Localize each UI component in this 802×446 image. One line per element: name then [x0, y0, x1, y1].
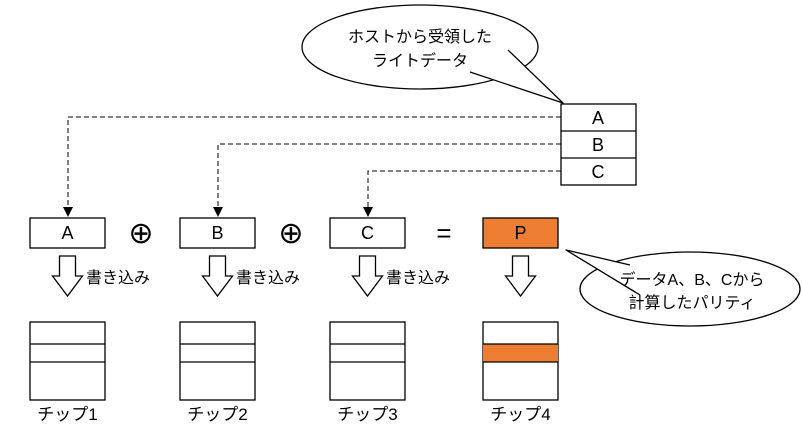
- equals-sign: =: [436, 218, 451, 248]
- write-label-3: 書き込み: [386, 269, 450, 287]
- data-box-a-label: A: [61, 223, 73, 243]
- chip-3-label: チップ3: [337, 405, 397, 424]
- chip-1: [29, 321, 106, 401]
- data-box-b-label: B: [211, 223, 223, 243]
- stack-cell-a: A: [592, 108, 604, 128]
- host-bubble: ホストから受領した ライトデータ: [301, 4, 564, 104]
- chip-3: [329, 321, 406, 401]
- xor-operator-icon-2: ⊕: [278, 217, 303, 250]
- chips: チップ1 チップ2 チップ3 チップ4: [29, 321, 559, 424]
- dashed-connector-a: [67, 116, 561, 207]
- write-label-2: 書き込み: [236, 269, 300, 287]
- data-box-a: [29, 217, 106, 249]
- write-data-stack: A B C: [560, 103, 637, 186]
- dashed-connector-c: [367, 170, 561, 207]
- stack-cell-c: C: [592, 162, 605, 182]
- write-arrows: 書き込み 書き込み 書き込み: [51, 255, 537, 298]
- arrowhead-c-icon: [363, 207, 373, 217]
- arrowhead-a-icon: [63, 207, 73, 217]
- stack-cell-b: B: [592, 135, 604, 155]
- dashed-connector-b: [217, 143, 561, 207]
- stack-frame: [560, 103, 637, 186]
- chip-2-label: チップ2: [187, 405, 247, 424]
- parity-box: [482, 217, 559, 249]
- host-bubble-text-line1: ホストから受領した: [348, 28, 492, 46]
- parity-bubble-ellipse: [579, 251, 801, 327]
- dashed-connectors: [63, 116, 561, 217]
- chip-4-parity-stripe: [483, 344, 558, 362]
- chip-1-label: チップ1: [37, 405, 97, 424]
- data-box-c-label: C: [361, 223, 374, 243]
- write-label-1: 書き込み: [86, 269, 150, 287]
- parity-bubble: データA、B、Cから 計算したパリティ: [565, 249, 801, 327]
- chip-2: [179, 321, 256, 401]
- parity-bubble-text-line1: データA、B、Cから: [620, 270, 765, 289]
- xor-equation: A ⊕ B ⊕ C = P: [29, 217, 559, 250]
- host-bubble-tail: [469, 49, 564, 104]
- data-box-b: [179, 217, 256, 249]
- parity-bubble-tail: [565, 249, 641, 296]
- data-box-c: [329, 217, 406, 249]
- parity-bubble-text-line2: 計算したパリティ: [628, 293, 755, 312]
- write-arrow-icon-2: [201, 255, 234, 298]
- xor-operator-icon-1: ⊕: [128, 217, 153, 250]
- chip-4-label: チップ4: [490, 405, 550, 424]
- parity-box-label: P: [514, 223, 526, 243]
- write-arrow-icon-1: [51, 255, 84, 298]
- host-bubble-text-line2: ライトデータ: [372, 51, 468, 70]
- write-arrow-icon-3: [351, 255, 384, 298]
- write-arrow-icon-4: [504, 255, 537, 298]
- arrowhead-b-icon: [213, 207, 223, 217]
